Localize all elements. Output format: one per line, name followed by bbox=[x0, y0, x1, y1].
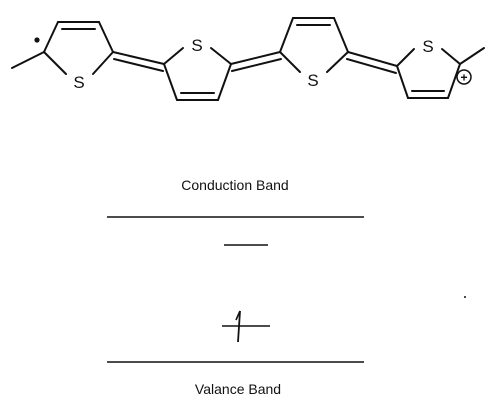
svg-text:+: + bbox=[460, 71, 467, 85]
energy-band-diagram: Conduction Band Valance Band bbox=[107, 177, 466, 397]
sulfur-atom-label: S bbox=[191, 36, 202, 55]
radical-dot bbox=[34, 37, 40, 43]
thiophene-ring-3: S bbox=[279, 17, 349, 90]
thiophene-ring-1: S bbox=[43, 21, 114, 92]
positive-charge-icon: + bbox=[456, 69, 472, 85]
electron-spin-arrow-icon bbox=[235, 310, 241, 343]
oligothiophene-structure: S S S bbox=[11, 17, 485, 101]
thiophene-ring-4: S bbox=[396, 37, 461, 99]
valence-band-label: Valance Band bbox=[195, 381, 281, 397]
thiophene-ring-2: S bbox=[163, 36, 232, 101]
sulfur-atom-label: S bbox=[73, 73, 84, 92]
right-methyl-bond bbox=[459, 47, 485, 65]
sulfur-atom-label: S bbox=[307, 71, 318, 90]
conduction-band-label: Conduction Band bbox=[181, 177, 288, 193]
inter-ring-double-bond-1 bbox=[112, 51, 165, 65]
inter-ring-double-bond-2 bbox=[230, 51, 281, 65]
stray-dot bbox=[464, 296, 466, 298]
left-methyl-bond bbox=[11, 51, 45, 69]
sulfur-atom-label: S bbox=[422, 37, 433, 56]
inter-ring-double-bond-3 bbox=[347, 51, 398, 67]
